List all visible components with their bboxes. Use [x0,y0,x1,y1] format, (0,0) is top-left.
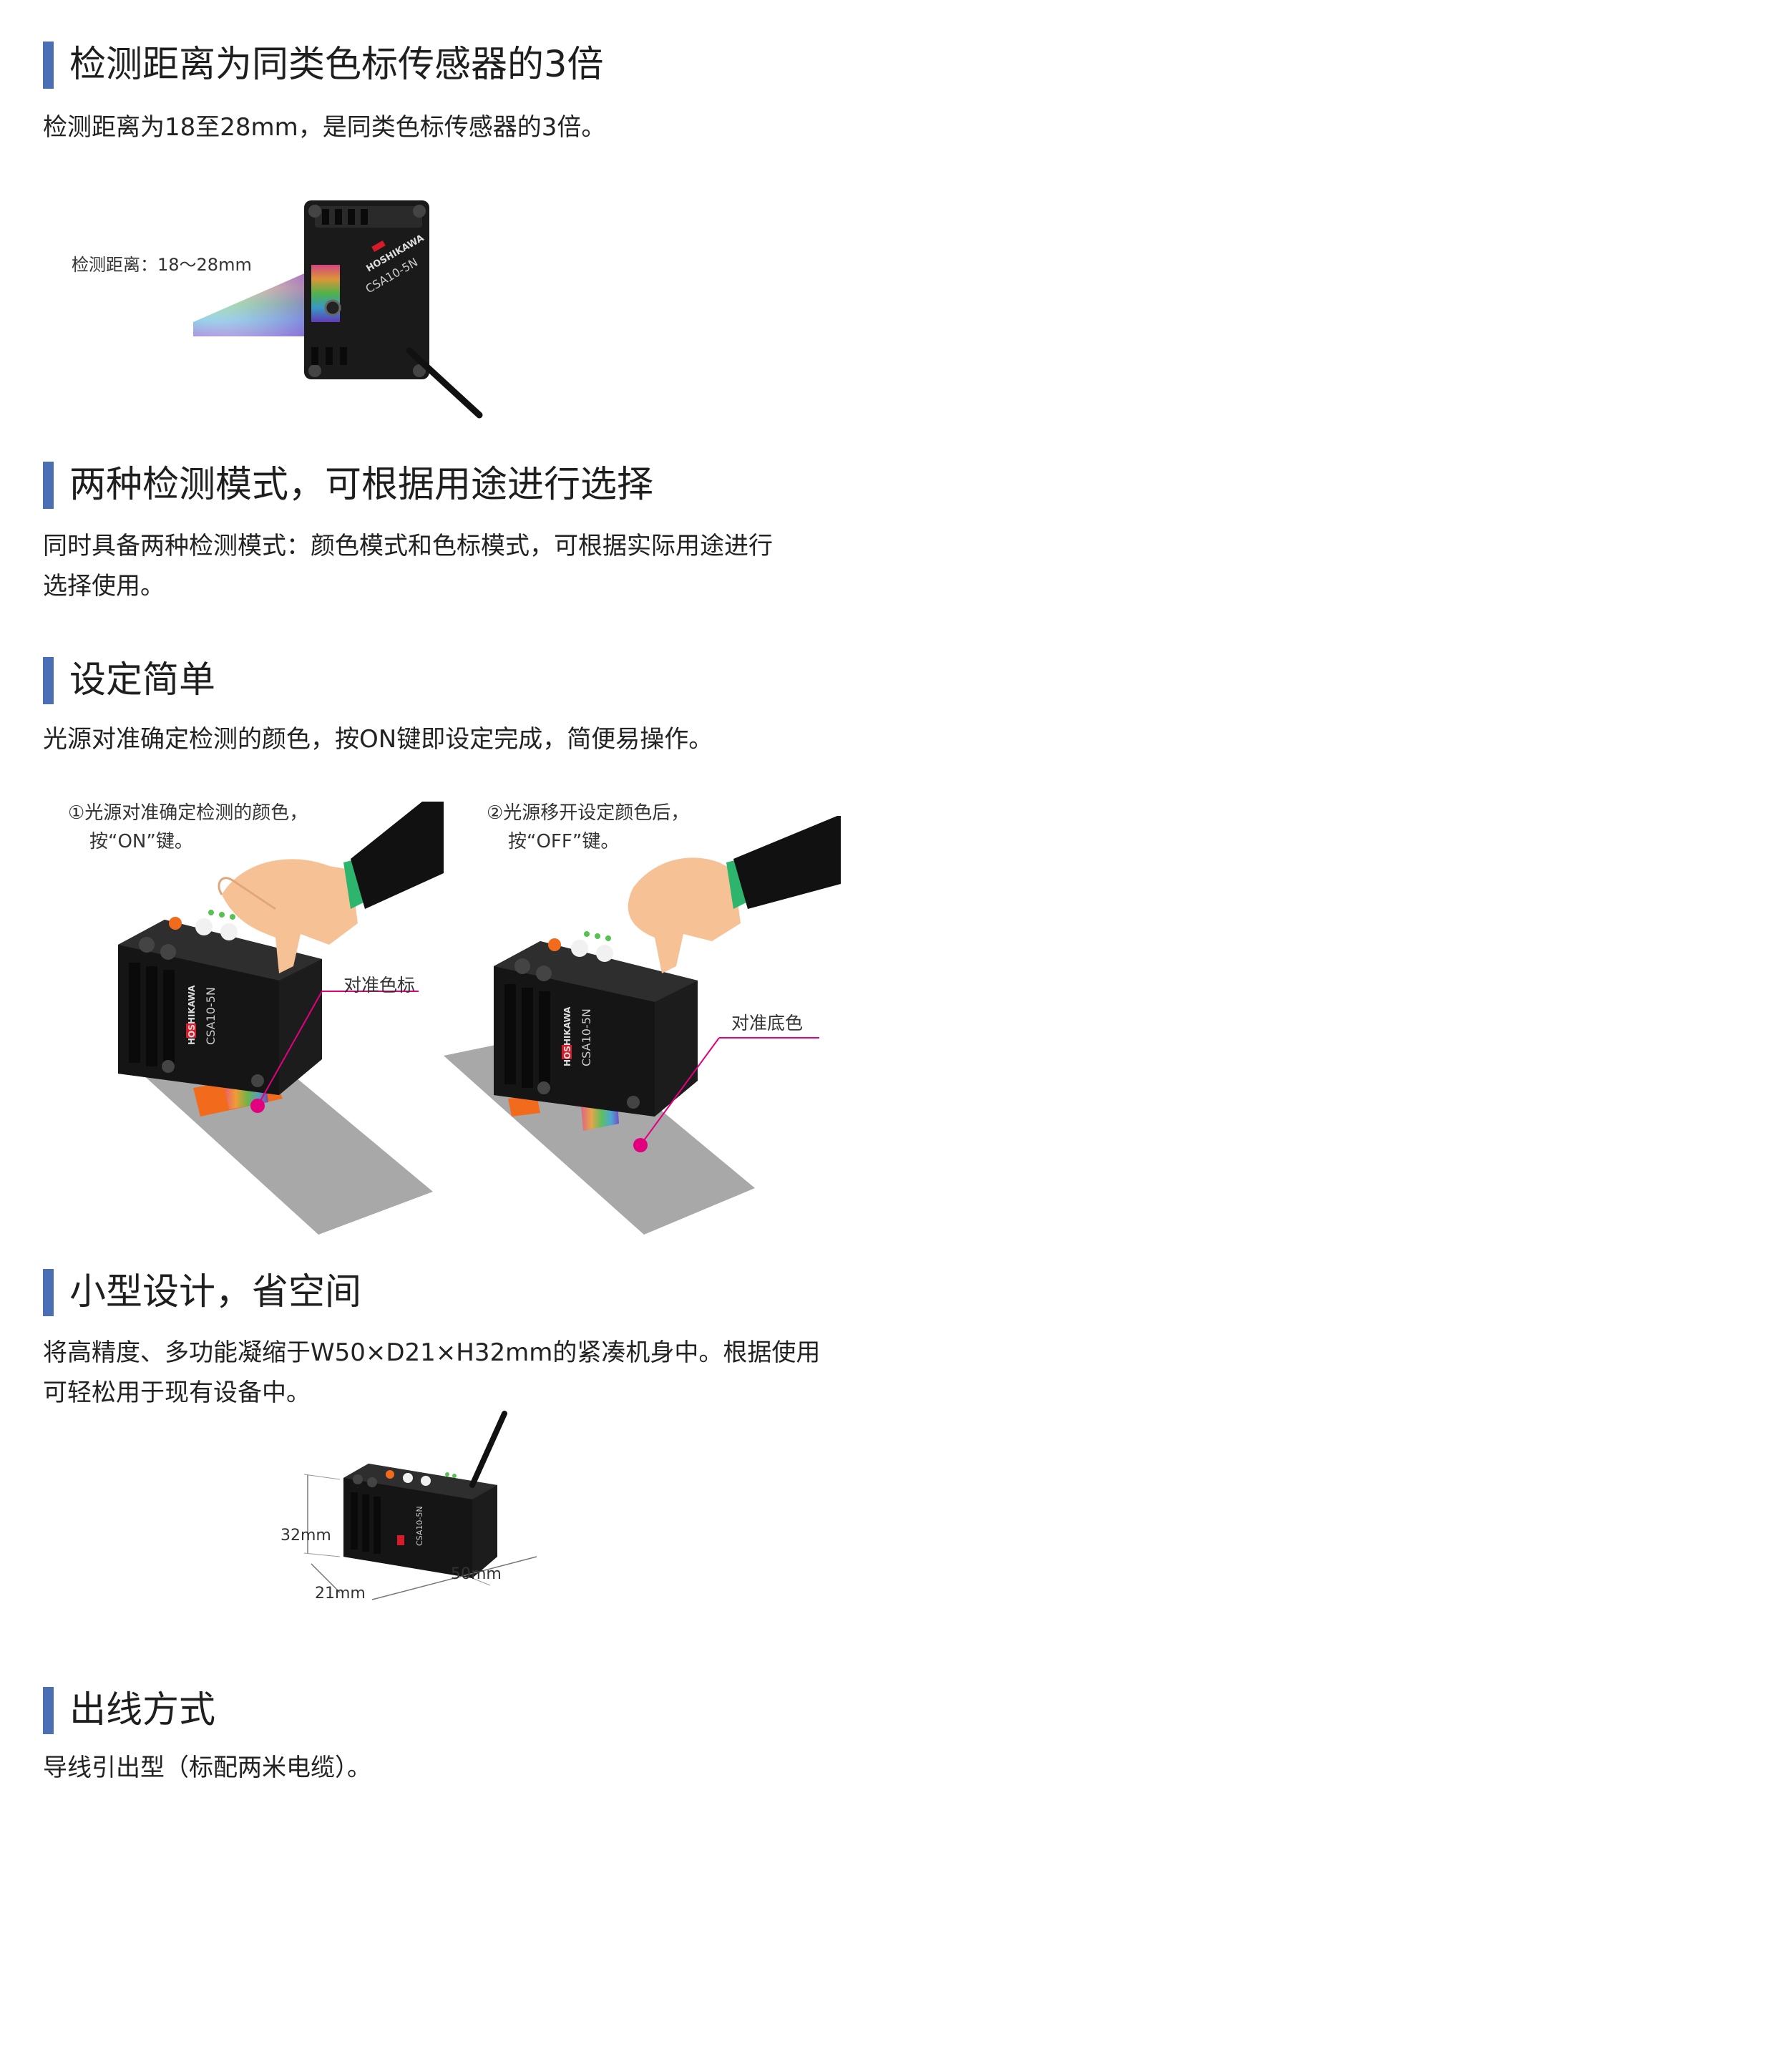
section-text: 导线引出型（标配两米电缆）。 [43,1754,371,1782]
dimension-height: 32mm [280,1527,331,1545]
step-1-text: ①光源对准确定检测的颜色， [68,802,308,824]
dimension-depth: 21mm [315,1585,366,1602]
base-label: 对准底色 [731,1013,804,1033]
sensor-beam-image: HOSHIKAWA CSA10-5N [193,200,483,419]
section-bar [43,657,54,704]
step-2-text: ②光源移开设定颜色后， [487,802,690,824]
step-1-text: 按“ON”键。 [89,831,193,852]
section-text: 可轻松用于现有设备中。 [43,1378,311,1407]
brand-text: HOSHIKAWA [187,985,197,1045]
section-title: 两种检测模式，可根据用途进行选择 [69,464,654,506]
mark-label: 对准色标 [343,975,416,996]
setup-step-1-illustration: HOSHIKAWA CSA10-5N [118,802,444,1235]
section-text: 光源对准确定检测的颜色，按ON键即设定完成，简便易操作。 [43,725,713,754]
dimension-width: 50mm [451,1565,502,1583]
section-title: 检测距离为同类色标传感器的3倍 [69,44,604,86]
setup-step-2-illustration: HOSHIKAWA CSA10-5N [444,816,841,1235]
section-bar [43,1687,54,1734]
distance-label: 检测距离：18～28mm [72,255,252,275]
model-text: CSA10-5N [580,1008,593,1066]
section-text: 将高精度、多功能凝缩于W50×D21×H32mm的紧凑机身中。根据使用 [43,1338,821,1367]
model-text: CSA10-5N [415,1506,424,1546]
section-bar [43,1269,54,1316]
section-title: 设定简单 [69,659,216,701]
section-title: 出线方式 [69,1689,216,1731]
dimension-drawing: CSA10-5N [303,1411,537,1600]
step-2-text: 按“OFF”键。 [508,831,620,852]
section-text: 同时具备两种检测模式：颜色模式和色标模式，可根据实际用途进行 [43,532,773,560]
section-title: 小型设计，省空间 [69,1271,362,1313]
section-bar [43,462,54,509]
section-text: 检测距离为18至28mm，是同类色标传感器的3倍。 [43,113,606,142]
brand-text: HOSHIKAWA [562,1006,572,1066]
model-text: CSA10-5N [204,987,218,1045]
section-text: 选择使用。 [43,572,165,600]
section-bar [43,42,54,89]
